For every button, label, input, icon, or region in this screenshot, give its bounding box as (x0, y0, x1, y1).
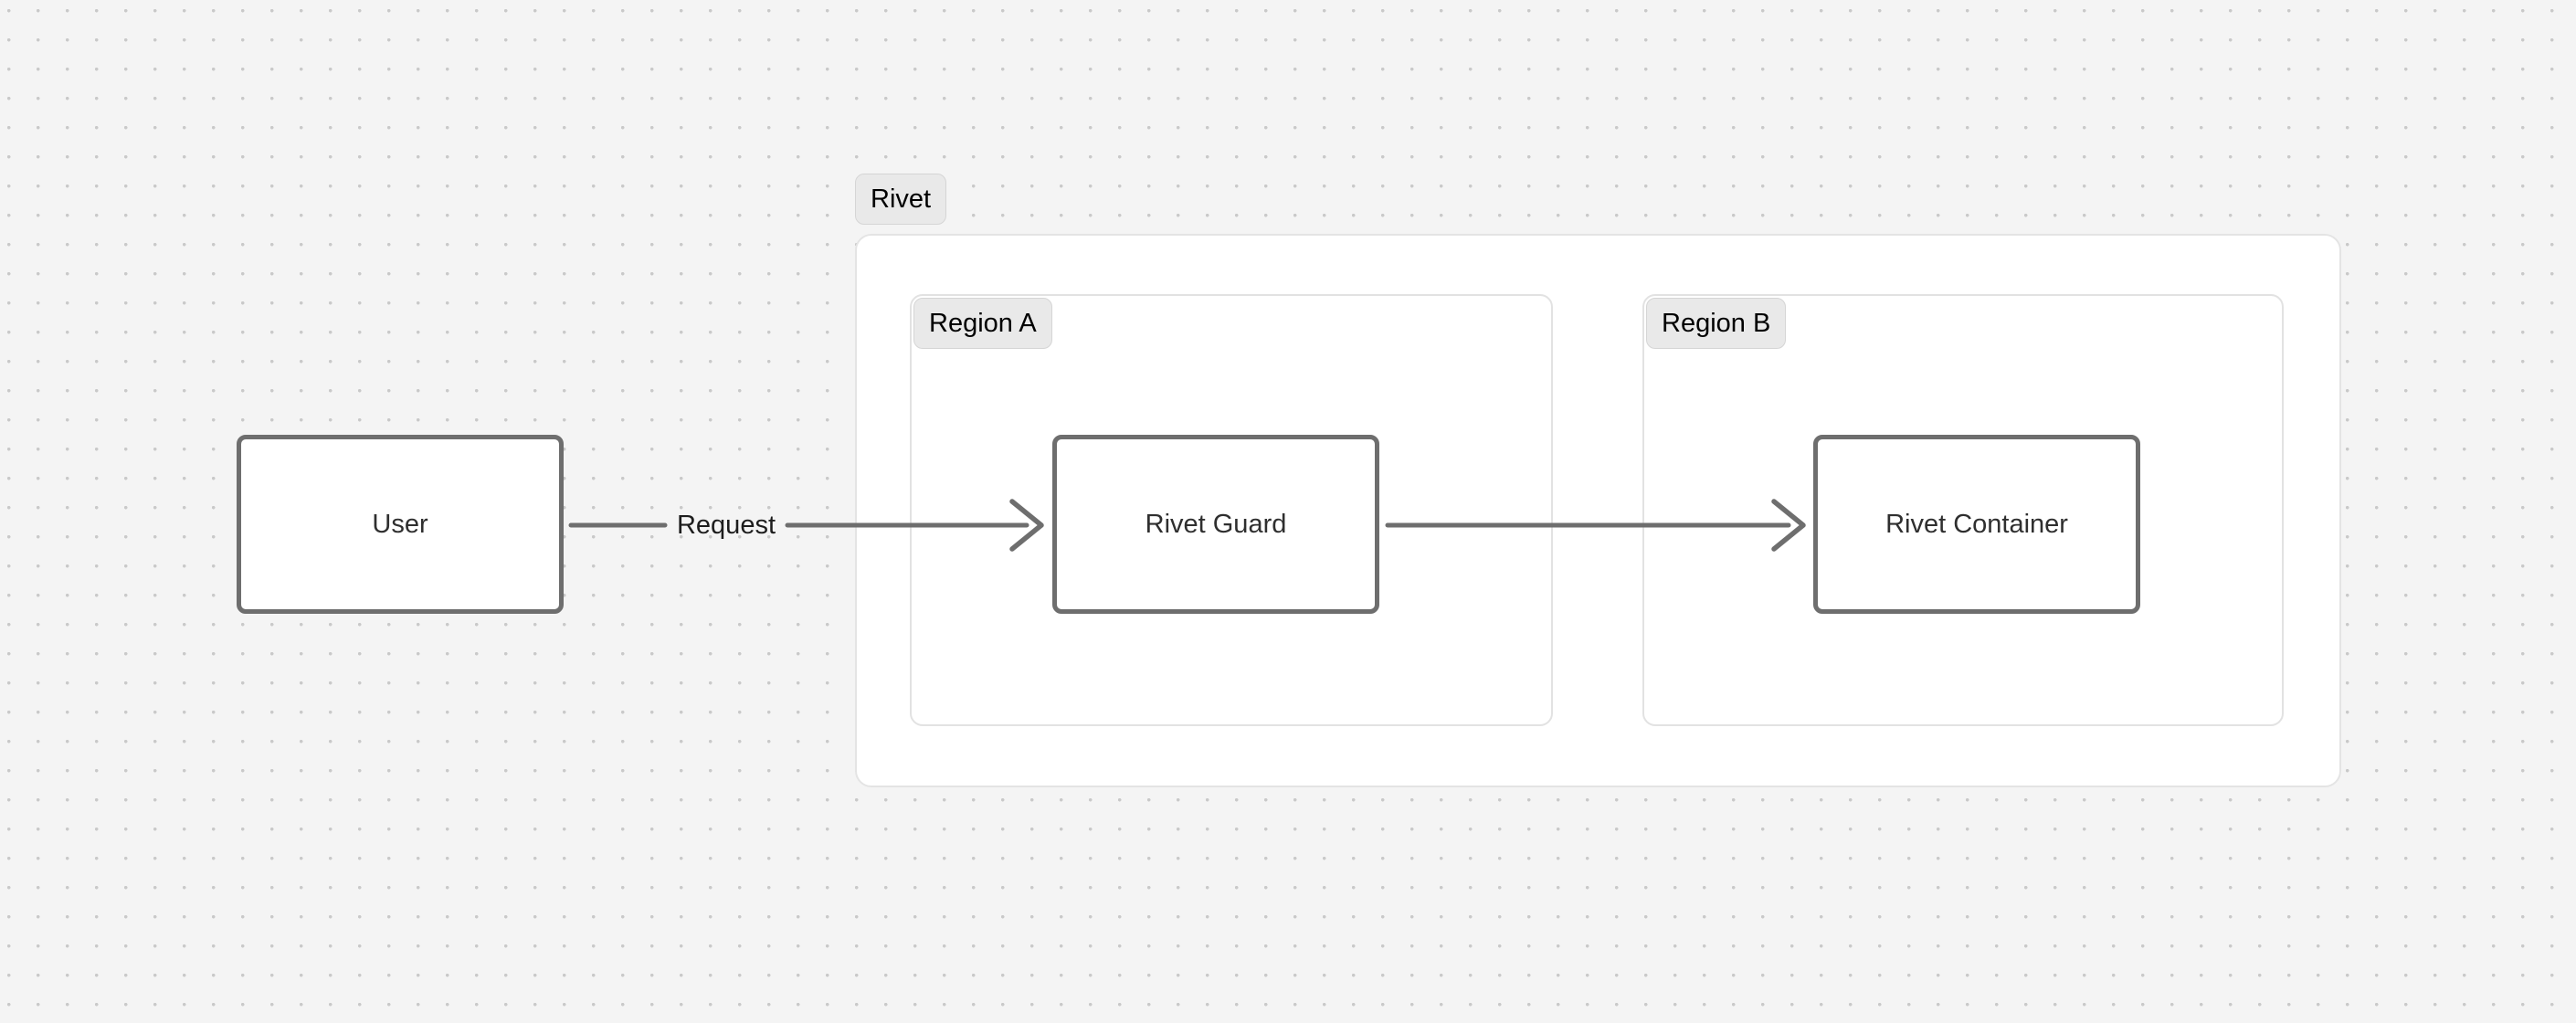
cluster-region-b-label: Region B (1646, 298, 1787, 349)
node-user-label: User (372, 509, 428, 539)
cluster-rivet-label: Rivet (855, 174, 947, 225)
node-rivet-guard[interactable]: Rivet Guard (1052, 435, 1379, 614)
node-user[interactable]: User (237, 435, 564, 614)
node-rivet-guard-label: Rivet Guard (1145, 509, 1287, 539)
node-rivet-container[interactable]: Rivet Container (1813, 435, 2140, 614)
edge-label-request: Request (676, 510, 776, 540)
node-rivet-container-label: Rivet Container (1885, 509, 2068, 539)
cluster-region-a-label: Region A (913, 298, 1052, 349)
